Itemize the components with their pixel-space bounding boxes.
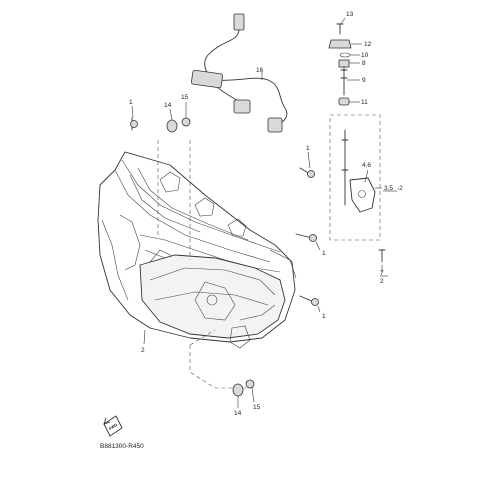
callout-14: 14 [234, 410, 242, 417]
mounting-bolts [130, 117, 319, 306]
callout-11: 11 [361, 99, 368, 106]
callout-14: 14 [164, 102, 172, 109]
callout-15: 15 [253, 404, 261, 411]
adjuster-stack [328, 23, 386, 263]
fwd-badge: FWD [103, 415, 123, 437]
callout-4-6: 4,6 [362, 162, 371, 169]
callout-3-5: 3,5 [384, 185, 393, 192]
callout-labels: 1 14 15 1 1 1 2 2 14 15 16 13 12 10 8 9 … [129, 11, 403, 417]
callout-13: 13 [346, 11, 354, 18]
headlight-assembly [97, 151, 297, 349]
callout-1: 1 [322, 250, 326, 257]
callout-1: 1 [322, 313, 326, 320]
callout-1: 1 [306, 145, 310, 152]
callout-9: 9 [362, 77, 366, 84]
diagram-code: B881300-R450 [100, 443, 144, 450]
wire-harness [191, 13, 288, 133]
callout-3-5-suffix: -2 [397, 185, 403, 192]
fwd-label: FWD [108, 422, 118, 431]
callout-8: 8 [362, 60, 366, 67]
callout-10: 10 [361, 52, 369, 59]
callout-16: 16 [256, 67, 264, 74]
callout-12: 12 [364, 41, 372, 48]
leader-lines [131, 17, 383, 408]
callout-2: 2 [141, 347, 145, 354]
callout-1: 1 [129, 99, 133, 106]
callout-7: 7 [380, 270, 384, 277]
callout-2: 2 [380, 278, 384, 285]
reference-lines [157, 114, 381, 389]
callout-15: 15 [181, 94, 189, 101]
